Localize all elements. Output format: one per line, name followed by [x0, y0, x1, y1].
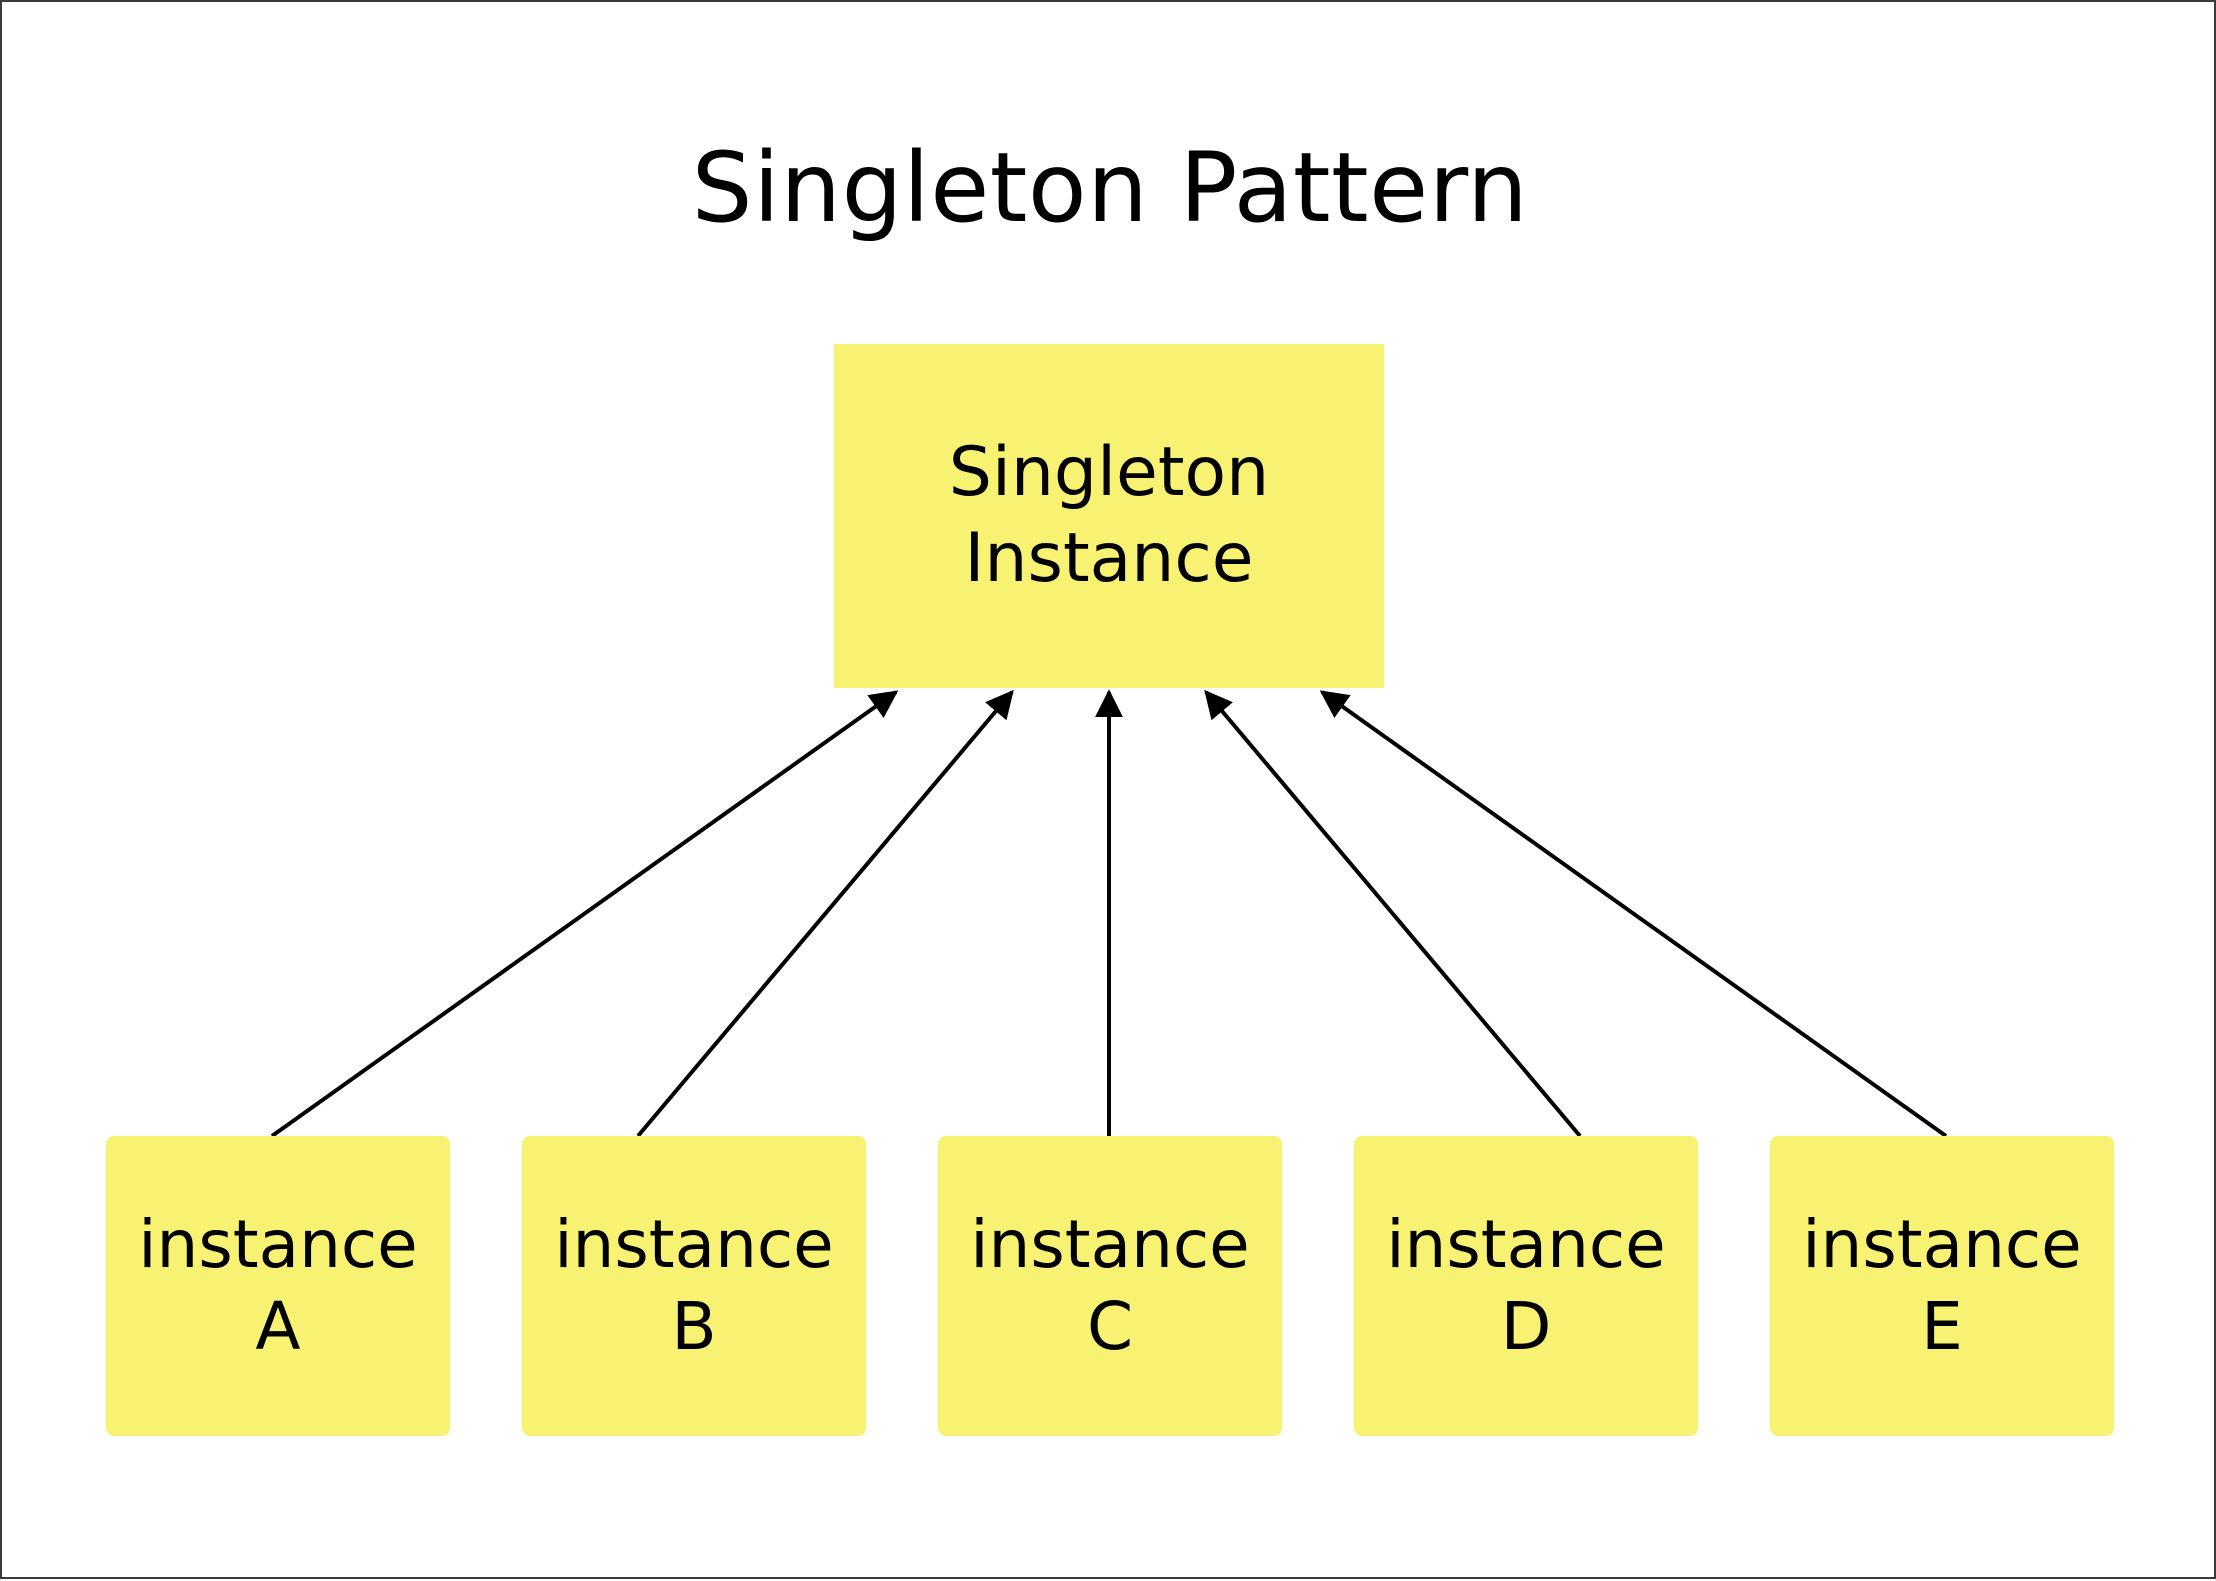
instance-a-node: instance A: [106, 1136, 450, 1436]
singleton-label-line1: Singleton: [948, 433, 1270, 512]
instance-a-label-line2: A: [255, 1288, 301, 1365]
edge-instance-b: [636, 689, 1014, 1138]
singleton-label-line2: Instance: [964, 519, 1254, 598]
diagram-title: Singleton Pattern: [691, 132, 1529, 244]
instance-e-node: instance E: [1770, 1136, 2114, 1436]
instance-c-node: instance C: [938, 1136, 1282, 1436]
instance-a-label-line1: instance: [138, 1206, 418, 1283]
instance-c-label-line2: C: [1086, 1288, 1134, 1365]
instance-d-label-line1: instance: [1386, 1206, 1666, 1283]
instance-b-node: instance B: [522, 1136, 866, 1436]
edge-instance-d: [1204, 689, 1582, 1138]
instance-b-label-line2: B: [671, 1288, 717, 1365]
instance-d-node: instance D: [1354, 1136, 1698, 1436]
edge-instance-e: [1319, 690, 1948, 1138]
instance-b-label-line1: instance: [554, 1206, 834, 1283]
instance-c-label-line1: instance: [970, 1206, 1250, 1283]
instance-d-label-line2: D: [1500, 1288, 1552, 1365]
instance-e-label-line2: E: [1921, 1288, 1963, 1365]
singleton-instance-node: Singleton Instance: [834, 344, 1384, 688]
instance-e-label-line1: instance: [1802, 1206, 2082, 1283]
edge-instance-a: [270, 690, 899, 1138]
